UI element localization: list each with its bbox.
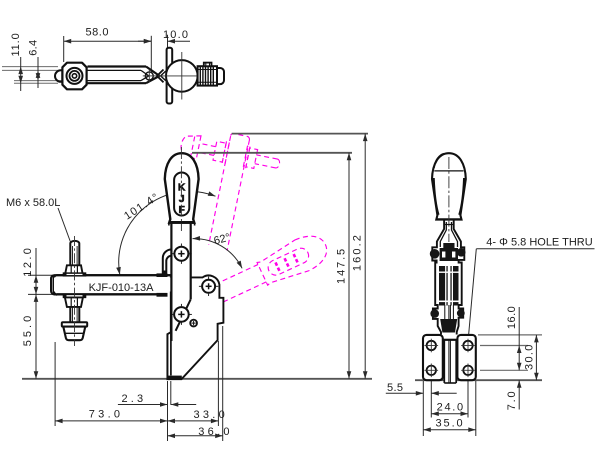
svg-text:58.0: 58.0	[86, 27, 109, 39]
svg-text:16.0: 16.0	[506, 306, 518, 329]
svg-text:6.4: 6.4	[28, 40, 40, 56]
svg-text:12.0: 12.0	[22, 246, 34, 277]
svg-text:147.5: 147.5	[336, 247, 348, 284]
svg-text:J: J	[179, 193, 185, 205]
svg-text:M6 x 58.0L: M6 x 58.0L	[6, 197, 60, 209]
svg-text:KJF-010-13A: KJF-010-13A	[89, 282, 154, 294]
svg-text:F: F	[178, 204, 185, 216]
svg-text:35.0: 35.0	[436, 418, 465, 430]
svg-text:36.0: 36.0	[198, 426, 233, 438]
svg-text:2.3: 2.3	[121, 393, 146, 405]
svg-text:73.0: 73.0	[89, 408, 124, 420]
svg-text:10.0: 10.0	[163, 29, 189, 41]
svg-text:K: K	[178, 182, 186, 194]
svg-text:33.0: 33.0	[193, 409, 228, 421]
svg-text:30.0: 30.0	[524, 343, 536, 370]
svg-text:5.5: 5.5	[387, 382, 403, 394]
svg-text:62°: 62°	[213, 232, 232, 248]
svg-text:160.2: 160.2	[352, 233, 364, 271]
svg-text:4- Φ 5.8 HOLE THRU: 4- Φ 5.8 HOLE THRU	[486, 237, 592, 249]
svg-text:55.0: 55.0	[22, 313, 34, 346]
svg-text:24.0: 24.0	[437, 402, 465, 414]
svg-text:11.0: 11.0	[10, 32, 22, 56]
svg-text:7.0: 7.0	[506, 390, 518, 411]
